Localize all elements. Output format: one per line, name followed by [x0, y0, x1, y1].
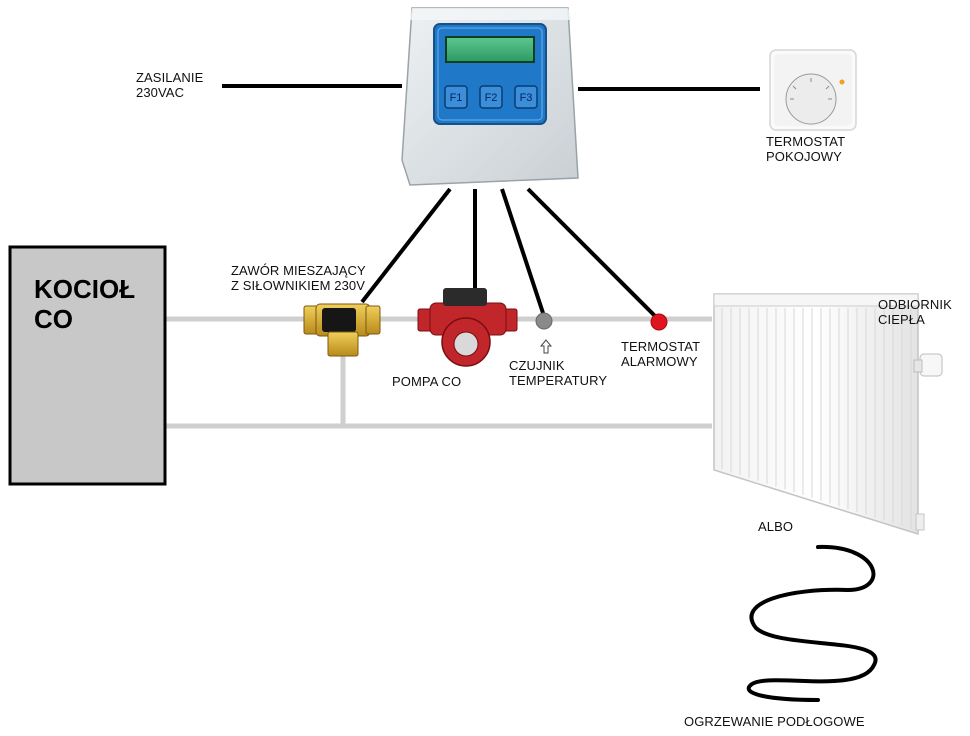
floor-heating-label: OGRZEWANIE PODŁOGOWE [684, 714, 865, 729]
temperature-sensor-label-line2: TEMPERATURY [509, 373, 608, 388]
lcd-screen [445, 36, 535, 63]
alarm-thermostat-label-line1: TERMOSTAT [621, 339, 701, 354]
boiler-label-line1: KOCIOŁ [34, 274, 136, 304]
f2-key[interactable] [479, 85, 503, 109]
floor-heating-coil [746, 544, 878, 702]
controller: F1 F2 F3 [401, 7, 579, 186]
f3-key-label: F3 [520, 92, 533, 104]
radiator-top-grille [713, 293, 919, 307]
valve-wire [360, 187, 452, 304]
mixing-valve-label-line2: Z SIŁOWNIKIEM 230V [231, 278, 366, 293]
boiler-label-line2: CO [34, 304, 73, 334]
mixing-valve [303, 303, 381, 357]
circulation-pump [417, 288, 518, 367]
alarm-thermostat-label: TERMOSTAT ALARMOWY [621, 339, 700, 369]
room-thermostat [769, 49, 857, 131]
controller-top-edge [410, 8, 572, 20]
mixing-valve-label: ZAWÓR MIESZAJĄCY Z SIŁOWNIKIEM 230V [231, 263, 366, 293]
controller-panel-inner [437, 27, 543, 121]
pump-terminal-box [443, 288, 487, 306]
pump-motor-cap [453, 331, 479, 357]
control-wires [222, 84, 760, 319]
alarm-thermostat-wire [526, 187, 658, 319]
valve-bottom-port [327, 331, 359, 357]
sensor-wire [500, 188, 545, 314]
f1-key[interactable] [444, 85, 468, 109]
pump-label: POMPA CO [392, 374, 461, 389]
temperature-sensor-label: CZUJNIK TEMPERATURY [509, 358, 607, 388]
room-thermostat-dial-ticks [790, 78, 832, 100]
valve-right-port [365, 305, 381, 335]
radiator-label-line2: CIEPŁA [878, 312, 925, 327]
room-thermostat-label-line1: TERMOSTAT [766, 134, 846, 149]
f3-key[interactable] [514, 85, 538, 109]
pump-label-text: POMPA CO [392, 374, 462, 389]
radiator-label: ODBIORNIK CIEPŁA [878, 297, 952, 327]
radiator-valve-body [913, 359, 923, 373]
power-label-line2: 230VAC [136, 85, 185, 100]
room-thermostat-label-line2: POKOJOWY [766, 149, 842, 164]
f2-key-label: F2 [485, 92, 498, 104]
alarm-thermostat-label-line2: ALARMOWY [621, 354, 698, 369]
boiler [8, 245, 167, 486]
power-label-line1: ZASILANIE [136, 70, 204, 85]
radiator [713, 293, 943, 536]
floor-heating-label-text: OGRZEWANIE PODŁOGOWE [684, 714, 865, 729]
thermostatic-head [919, 353, 943, 377]
room-thermostat-led [839, 79, 845, 85]
room-thermostat-dial [785, 73, 837, 125]
alternative-label: ALBO [758, 519, 793, 534]
power-label: ZASILANIE 230VAC [136, 70, 203, 100]
radiator-bottom-plug [915, 513, 925, 531]
room-thermostat-label: TERMOSTAT POKOJOWY [766, 134, 845, 164]
alternative-label-text: ALBO [758, 519, 794, 534]
valve-actuator [322, 308, 356, 332]
f1-key-label: F1 [450, 92, 463, 104]
mixing-valve-label-line1: ZAWÓR MIESZAJĄCY [231, 263, 366, 278]
boiler-label: KOCIOŁ CO [34, 274, 135, 334]
radiator-body [713, 293, 919, 536]
alarm-thermostat [650, 313, 668, 331]
radiator-label-line1: ODBIORNIK [878, 297, 952, 312]
radiator-fins [721, 308, 912, 529]
temperature-sensor-label-line1: CZUJNIK [509, 358, 565, 373]
temperature-sensor [535, 312, 553, 330]
up-arrow-icon [539, 339, 553, 354]
